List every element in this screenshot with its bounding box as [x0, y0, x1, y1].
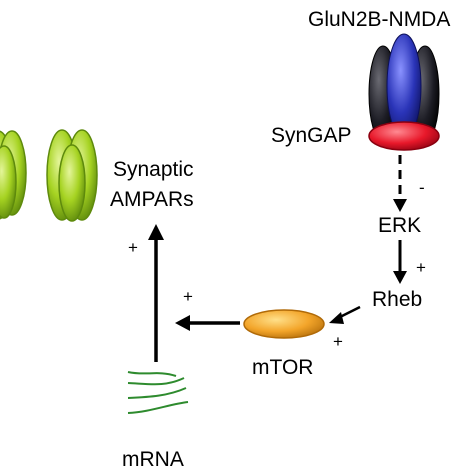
- label-rheb: Rheb: [372, 288, 422, 311]
- mtor-shape: [243, 309, 325, 339]
- label-synaptic: Synaptic: [113, 158, 194, 181]
- sign-mtor-mrna: +: [183, 287, 193, 306]
- label-mrna: mRNA: [122, 448, 184, 471]
- ampar-receptor-left: [0, 130, 27, 220]
- arrows: [148, 155, 407, 362]
- ampar-receptor-right: [46, 129, 98, 222]
- sign-rheb-mtor: +: [333, 332, 343, 351]
- sign-syngap-erk: -: [419, 178, 425, 197]
- nmda-receptor: [368, 33, 440, 143]
- mrna-strands: [127, 371, 189, 414]
- label-syngap: SynGAP: [271, 124, 352, 147]
- label-mtor: mTOR: [252, 356, 313, 379]
- label-ampars: AMPARs: [110, 188, 194, 211]
- sign-mrna-ampars: +: [128, 238, 138, 257]
- sign-erk-rheb: +: [416, 258, 426, 277]
- label-receptor: GluN2B-NMDA: [308, 8, 450, 31]
- syngap-shape: [368, 121, 440, 151]
- label-erk: ERK: [378, 214, 421, 237]
